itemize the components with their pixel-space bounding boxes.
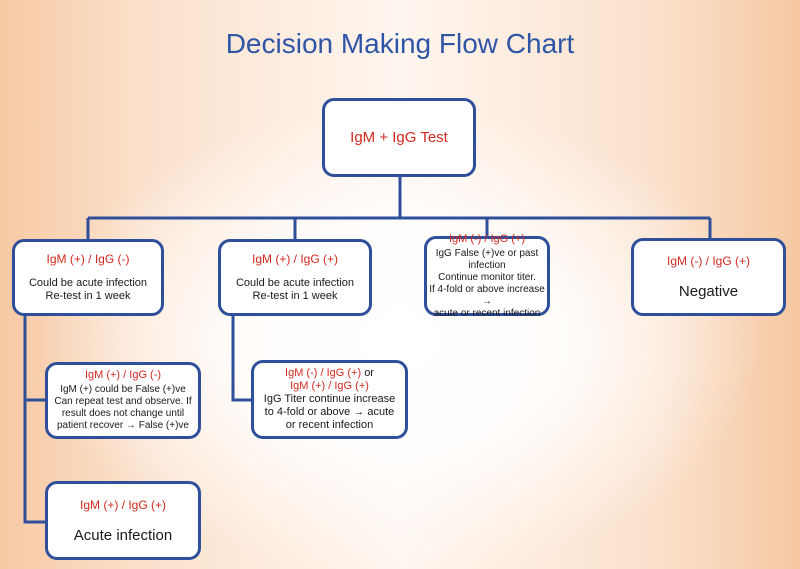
node-igm-pos-igg-pos: IgM (+) / IgG (+) Could be acute infecti… [218, 239, 372, 316]
node-text: infection [468, 259, 506, 271]
node-text: patient recover → False (+)ve [57, 420, 189, 431]
node-text: Re-test in 1 week [45, 290, 131, 302]
node-igm-pos-igg-neg-detail: IgM (+) / IgG (-) IgM (+) could be False… [45, 362, 201, 439]
node-text: Negative [678, 283, 739, 300]
node-negative: IgM (-) / IgG (+) Negative [631, 238, 786, 316]
node-text: IgG False (+)ve or past [435, 247, 539, 259]
node-text: IgG Titer continue increase [263, 393, 396, 405]
root-node-label: IgM + IgG Test [350, 129, 448, 146]
node-igg-titer-increase: IgM (-) / IgG (+) or IgM (+) / IgG (+) I… [251, 360, 408, 439]
node-text: result does not change until [61, 408, 185, 419]
connector-n2-to-c2 [231, 316, 253, 402]
node-title: IgM (+) / IgG (+) [290, 380, 369, 392]
node-text: Re-test in 1 week [252, 290, 338, 302]
node-title: IgM (+) / IgG (-) [84, 369, 162, 381]
node-title: IgM (+) / IgG (+) [79, 497, 166, 512]
node-text: Could be acute infection [235, 277, 355, 289]
node-title-line: IgM (-) / IgG (+) or [285, 367, 374, 380]
node-text: Can repeat test and observe. If [54, 396, 192, 407]
node-title-join: or [364, 367, 374, 379]
connector-n1-to-c3 [23, 400, 47, 524]
node-text: or recent infection [285, 419, 374, 431]
node-text: acute or recent infection [433, 307, 541, 319]
connector-n1-to-c1 [23, 316, 47, 402]
node-title: IgM (-) / IgG (+) [666, 254, 750, 268]
node-title: IgM (-) / IgG (+) [448, 232, 526, 245]
chart-title: Decision Making Flow Chart [225, 28, 575, 59]
node-text: Acute infection [73, 526, 173, 544]
node-text: to 4-fold or above → acute [264, 406, 395, 418]
node-text: Could be acute infection [28, 277, 148, 289]
node-title: IgM (+) / IgG (+) [251, 252, 338, 266]
node-text: If 4-fold or above increase → [429, 283, 545, 307]
node-acute-infection: IgM (+) / IgG (+) Acute infection [45, 481, 201, 560]
node-igm-neg-igg-pos: IgM (-) / IgG (+) IgG False (+)ve or pas… [424, 232, 550, 319]
node-igm-pos-igg-neg: IgM (+) / IgG (-) Could be acute infecti… [12, 239, 164, 316]
node-title: IgM (-) / IgG (+) [285, 367, 362, 379]
node-text: Continue monitor titer. [438, 271, 536, 283]
node-title: IgM (+) / IgG (-) [46, 252, 130, 266]
node-text: IgM (+) could be False (+)ve [60, 384, 186, 395]
root-node: IgM + IgG Test [322, 98, 476, 177]
